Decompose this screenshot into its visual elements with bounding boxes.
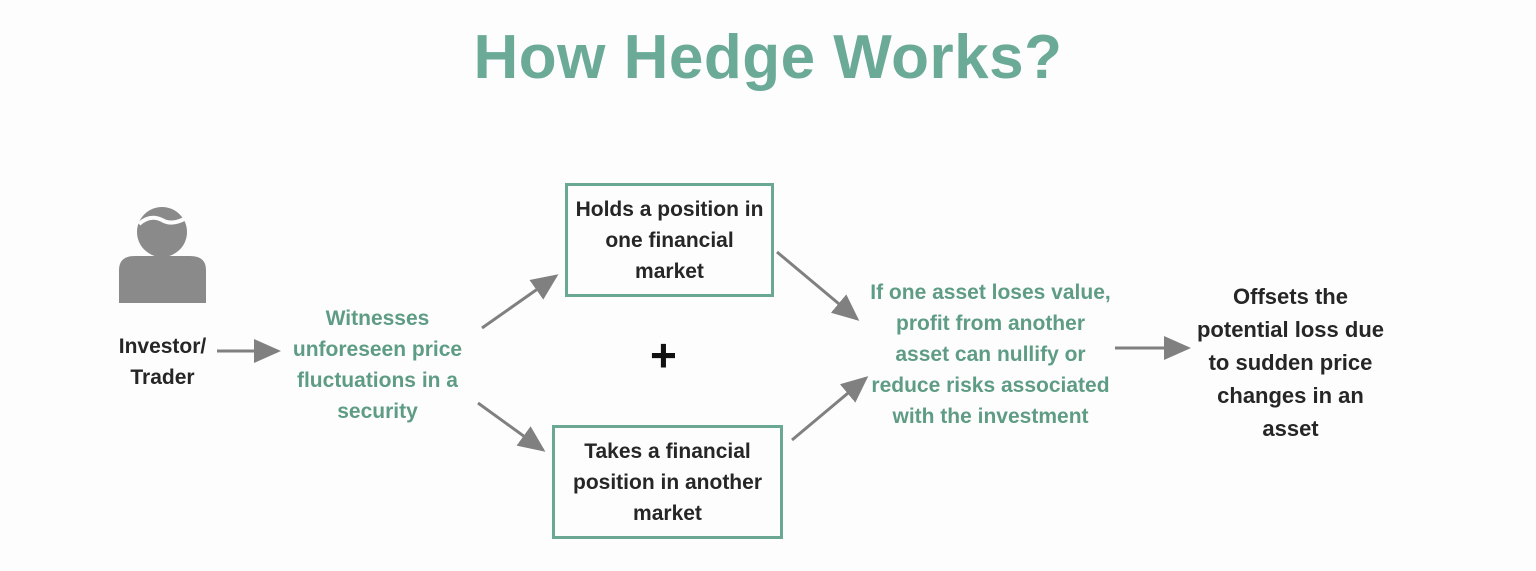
diagram-title: How Hedge Works?: [473, 23, 1063, 92]
holds-position-box: Holds a position in one financial market: [565, 183, 774, 297]
arrow-witness-to-takes: [477, 401, 546, 452]
arrow-takes-to-result: [791, 376, 869, 442]
takes-position-box: Takes a financial position in another ma…: [552, 425, 783, 539]
investor-label-line1: Investor/: [118, 335, 207, 358]
investor-label-line2: Trader: [130, 366, 195, 389]
witnesses-node: Witnesses unforeseen price fluctuations …: [292, 307, 463, 423]
plus-symbol: +: [650, 329, 677, 381]
person-icon: [119, 207, 206, 303]
arrow-witness-to-holds: [481, 274, 559, 330]
offsets-node: Offsets the potential loss due to sudden…: [1196, 284, 1385, 441]
result-node: If one asset loses value, profit from an…: [870, 281, 1111, 428]
arrow-holds-to-result: [776, 250, 860, 321]
investor-label: Investor/ Trader: [90, 331, 235, 393]
